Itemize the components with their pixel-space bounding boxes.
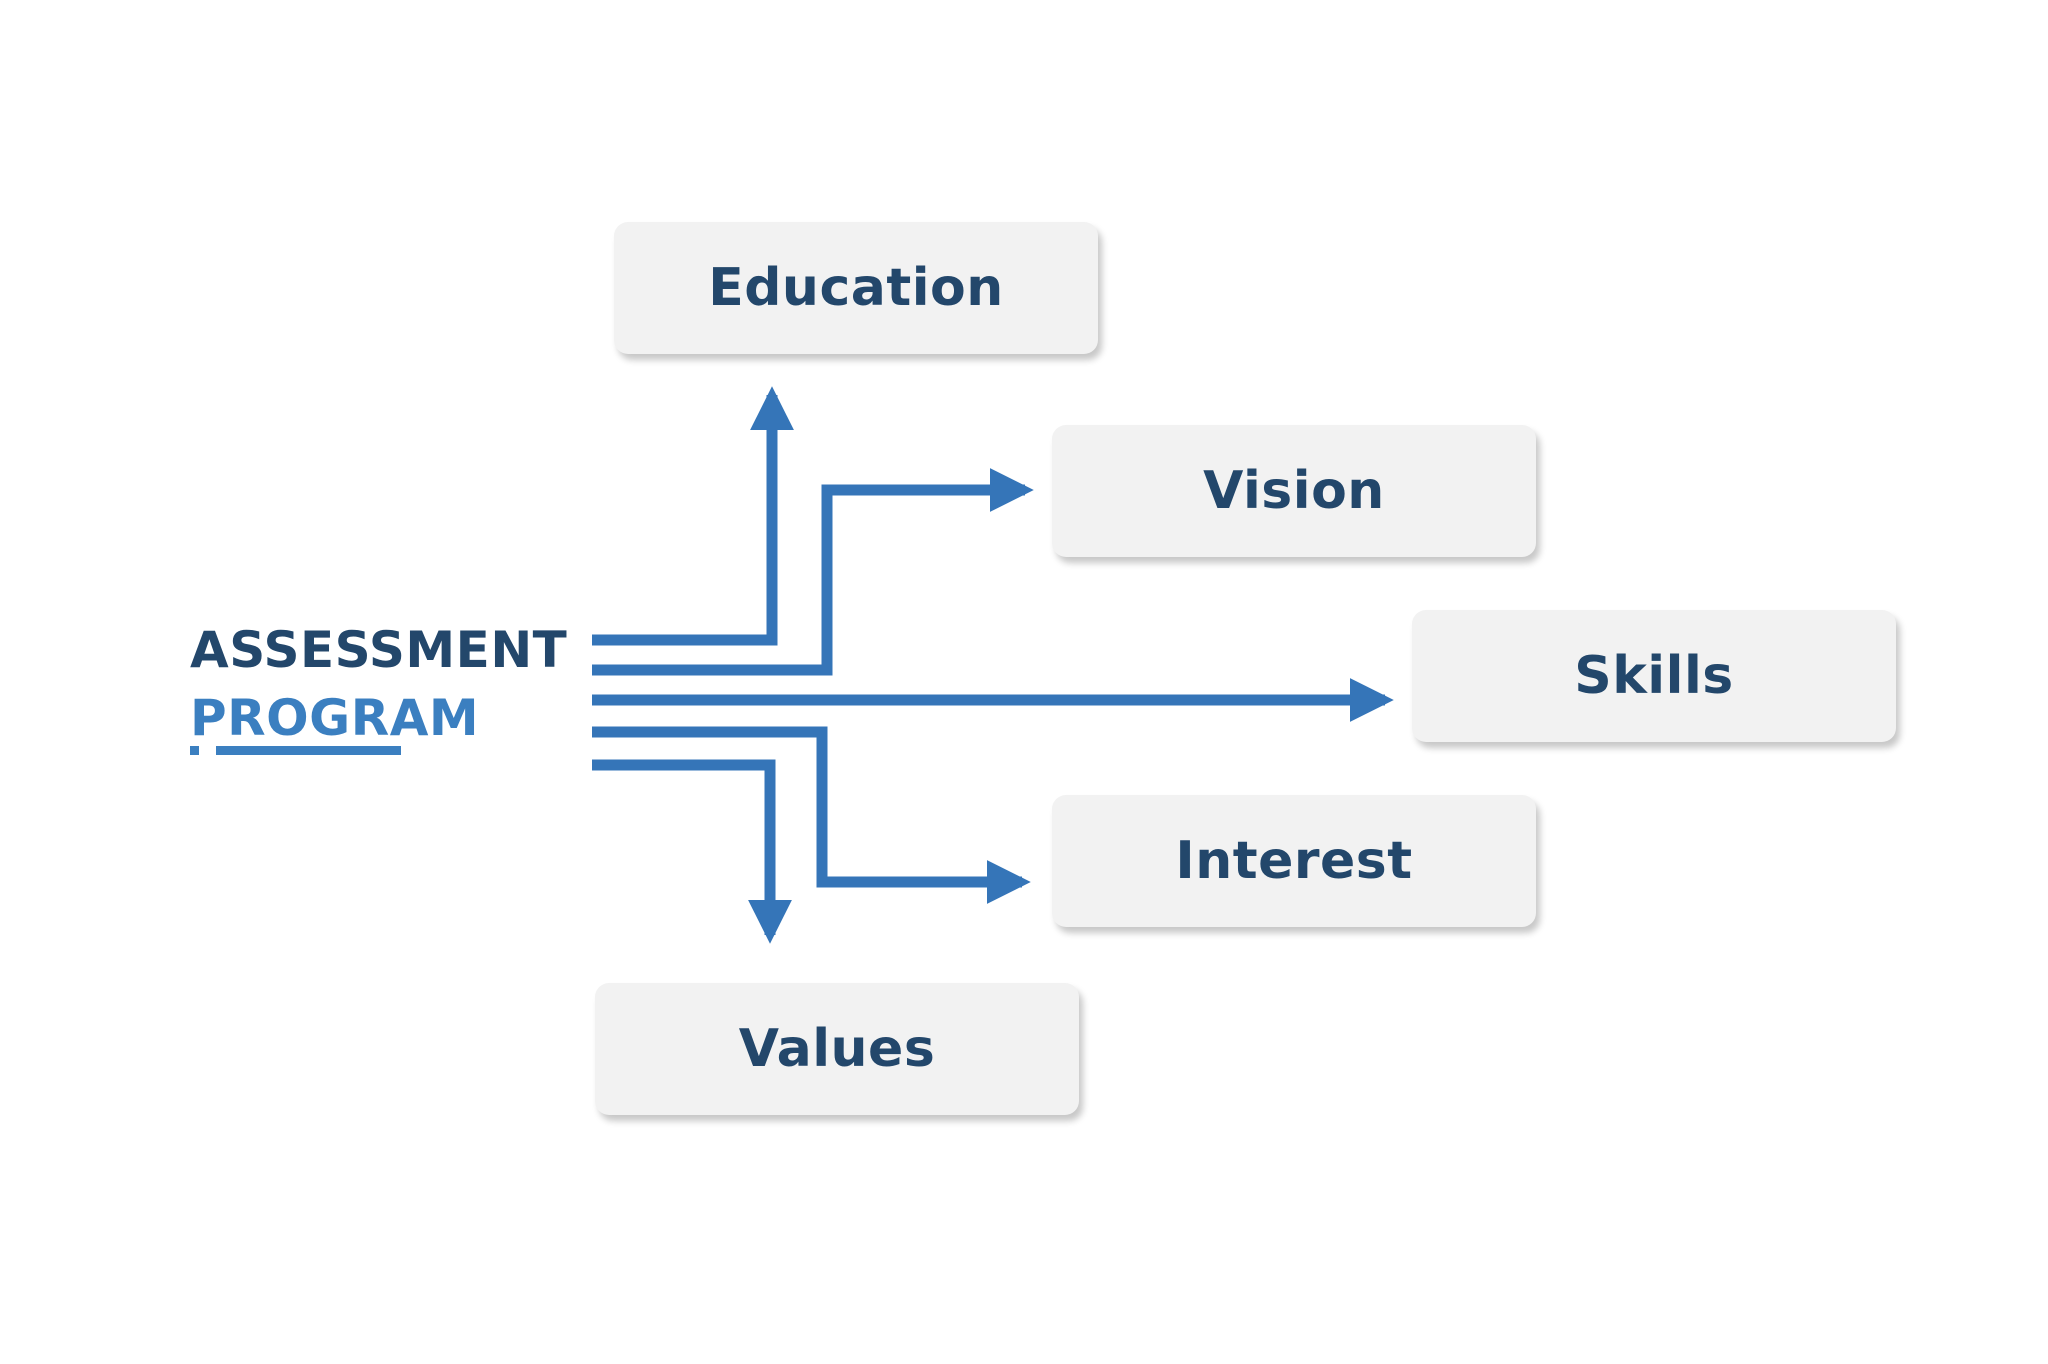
arrow-to-values	[592, 759, 792, 944]
title-assessment: ASSESSMENT	[190, 621, 568, 679]
title-underline-bar	[216, 746, 401, 755]
node-values: Values	[595, 983, 1079, 1115]
arrow-to-education	[592, 386, 794, 646]
node-vision-label: Vision	[1203, 461, 1385, 521]
node-interest: Interest	[1052, 795, 1536, 927]
node-interest-label: Interest	[1175, 831, 1413, 891]
node-vision: Vision	[1052, 425, 1536, 557]
node-values-label: Values	[738, 1019, 936, 1079]
node-education-label: Education	[708, 258, 1004, 318]
arrow-to-vision	[592, 468, 1034, 676]
node-education: Education	[614, 222, 1098, 354]
arrow-to-interest	[592, 726, 1031, 904]
title-underline-dot	[190, 746, 199, 755]
node-skills-label: Skills	[1574, 646, 1734, 706]
node-skills: Skills	[1412, 610, 1896, 742]
title-program: PROGRAM	[190, 689, 480, 747]
